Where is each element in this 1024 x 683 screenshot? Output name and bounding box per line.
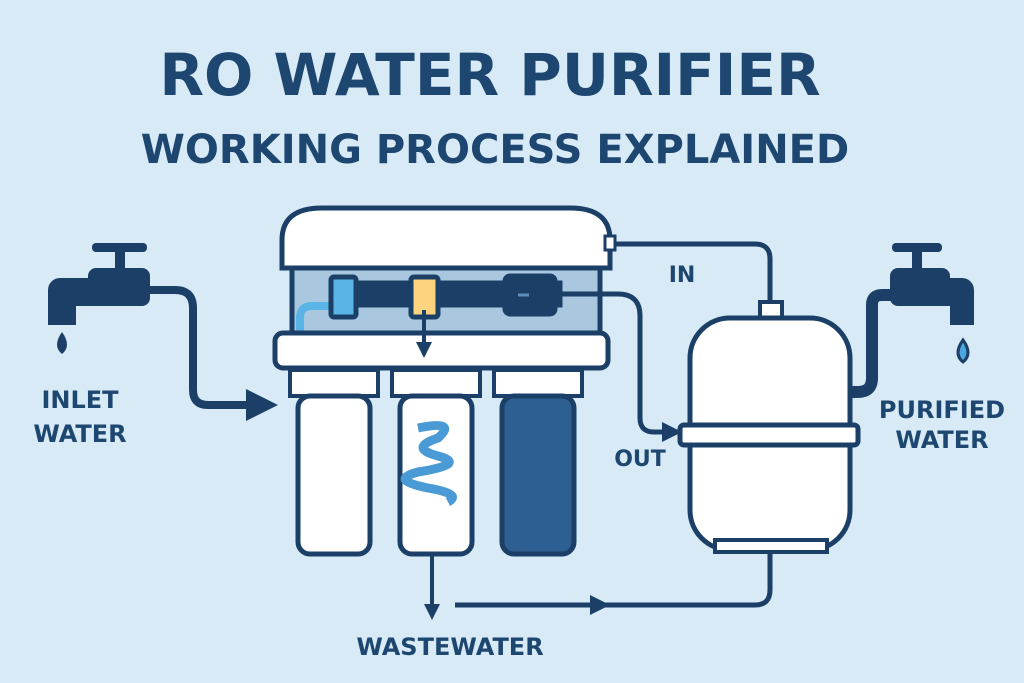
subtitle: WORKING PROCESS EXPLAINED	[141, 127, 849, 173]
tank-in-pipe	[615, 241, 773, 305]
filter-sediment	[295, 393, 373, 557]
inlet-pipe	[148, 286, 278, 421]
water-drop-icon	[956, 337, 970, 364]
inlet-label-2: WATER	[33, 420, 126, 448]
filter-carbon	[499, 393, 577, 557]
filter-membrane	[397, 393, 475, 557]
inlet-label: INLET	[41, 386, 119, 414]
water-drop-icon	[57, 332, 67, 354]
purified-label-2: WATER	[895, 426, 988, 454]
purified-faucet-icon	[890, 243, 974, 364]
title: RO WATER PURIFIER	[159, 41, 820, 109]
inlet-faucet-icon	[48, 243, 150, 354]
membrane-spiral-icon	[400, 421, 457, 506]
waste-return-pipe	[455, 552, 773, 608]
storage-tank	[677, 300, 861, 554]
sediment-valve	[328, 274, 359, 320]
out-pipe	[560, 291, 682, 442]
wastewater-label: WASTEWATER	[356, 633, 543, 661]
purified-pipe	[850, 289, 900, 398]
out-label: OUT	[614, 447, 666, 472]
in-label: IN	[669, 263, 696, 288]
purified-label: PURIFIED	[879, 396, 1005, 424]
ro-unit	[272, 205, 617, 557]
